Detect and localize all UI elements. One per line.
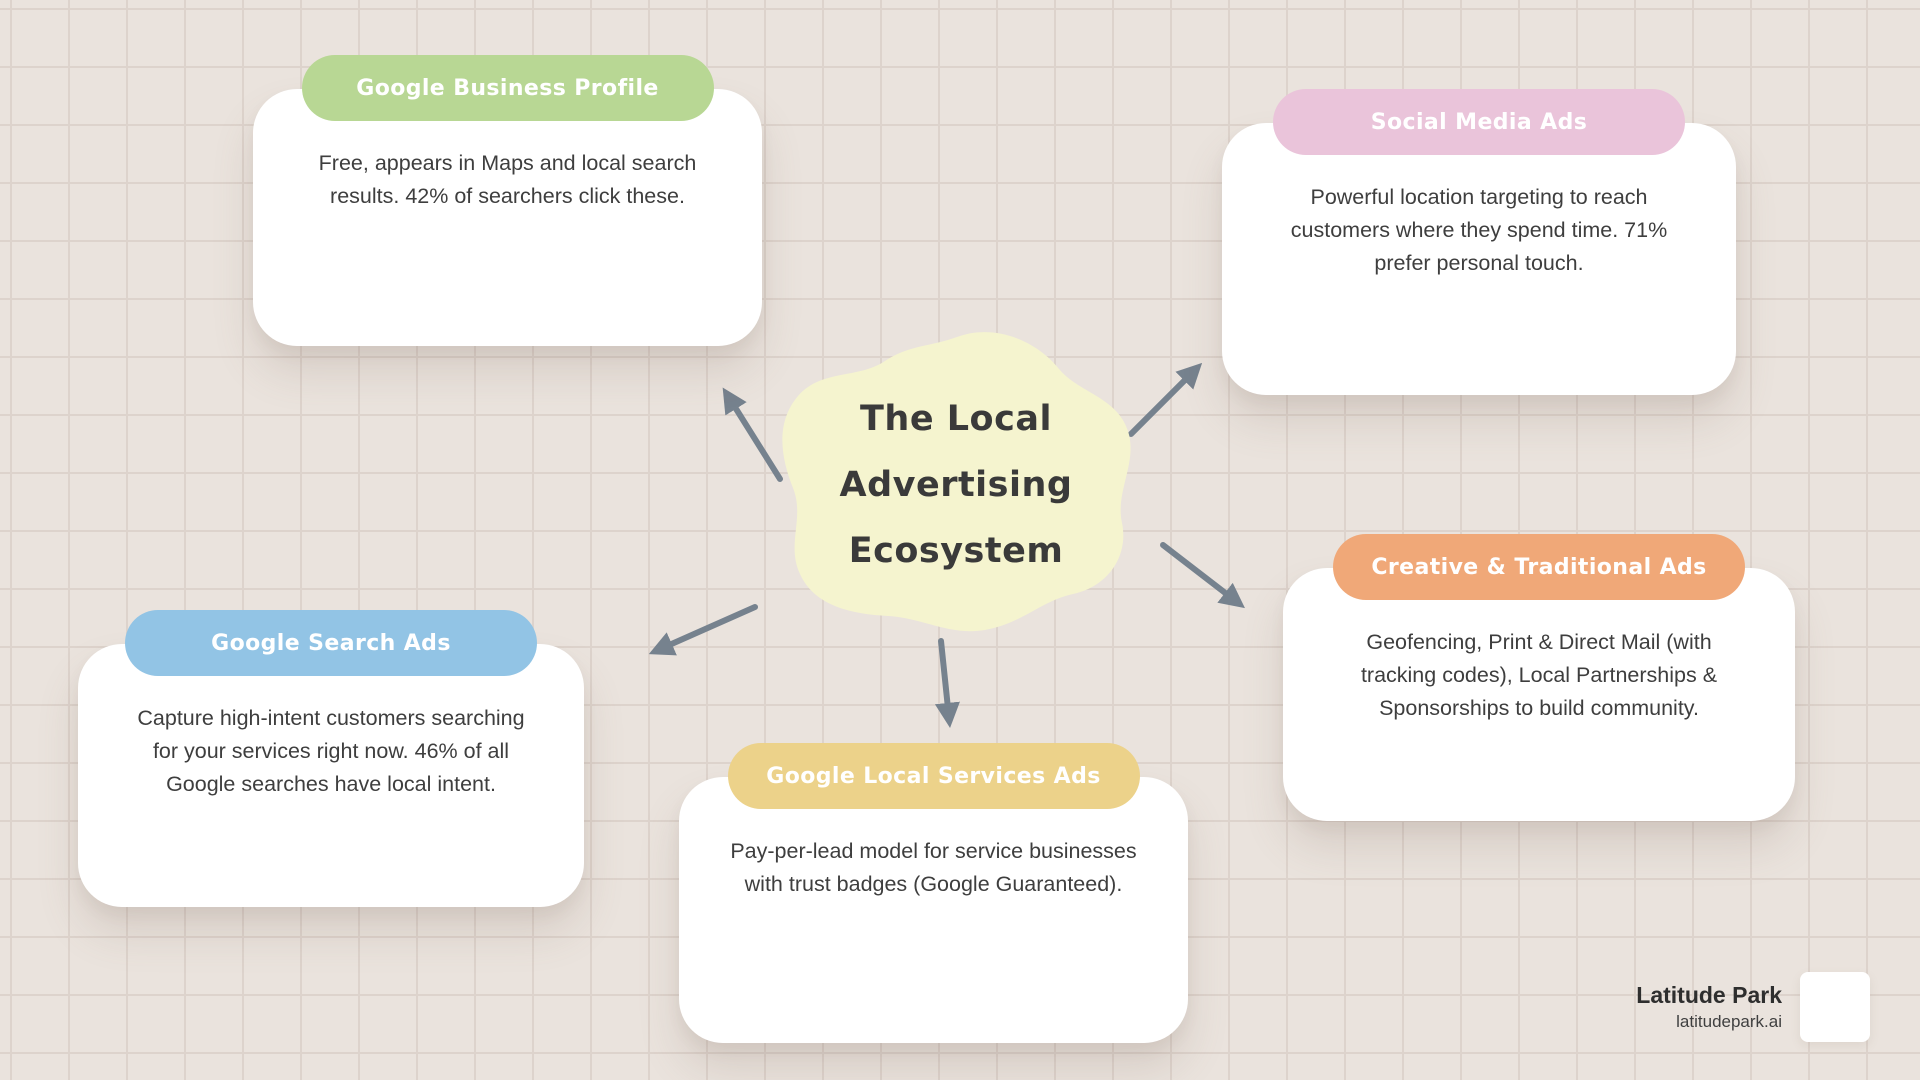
node-body-creative-traditional-ads: Geofencing, Print & Direct Mail (with tr… — [1360, 630, 1718, 720]
node-title-pill-google-search-ads: Google Search Ads — [125, 610, 537, 676]
brand-url: latitudepark.ai — [1676, 1012, 1782, 1031]
node-body-social-media-ads: Powerful location targeting to reach cus… — [1290, 185, 1668, 275]
arrow-to-google-search-ads — [648, 604, 758, 656]
diagram-title-line: Advertising — [839, 464, 1073, 505]
brand-text-block: Latitude Park latitudepark.ai — [1636, 980, 1782, 1034]
diagram-title: The Local Advertising Ecosystem — [771, 327, 1141, 642]
arrow-to-google-local-services-ads — [934, 638, 960, 729]
brand-logo — [1800, 972, 1870, 1042]
blob-shape — [782, 332, 1131, 632]
node-body-google-business-profile: Free, appears in Maps and local search r… — [318, 151, 697, 208]
node-creative-traditional-ads: Creative & Traditional Ads Geofencing, P… — [1283, 534, 1795, 821]
node-body-google-local-services-ads: Pay-per-lead model for service businesse… — [730, 839, 1137, 896]
diagram-title-line: Ecosystem — [848, 530, 1064, 571]
node-google-business-profile: Google Business Profile Free, appears in… — [253, 55, 762, 346]
node-google-search-ads: Google Search Ads Capture high-intent cu… — [78, 610, 584, 907]
arrow-to-creative-traditional-ads — [1160, 542, 1245, 609]
node-title-pill-social-media-ads: Social Media Ads — [1273, 89, 1685, 155]
brand-name: Latitude Park — [1636, 982, 1782, 1008]
node-title-pill-google-business-profile: Google Business Profile — [301, 55, 714, 121]
node-google-local-services-ads: Google Local Services Ads Pay-per-lead m… — [679, 743, 1188, 1043]
node-social-media-ads: Social Media Ads Powerful location targe… — [1222, 89, 1736, 395]
brand-footer: Latitude Park latitudepark.ai — [1636, 972, 1870, 1042]
diagram-title-line: The Local — [860, 398, 1052, 439]
node-title-pill-google-local-services-ads: Google Local Services Ads — [727, 743, 1140, 809]
center-node: The Local Advertising Ecosystem — [771, 327, 1141, 642]
node-title-pill-creative-traditional-ads: Creative & Traditional Ads — [1333, 534, 1745, 600]
node-body-google-search-ads: Capture high-intent customers searching … — [137, 706, 525, 796]
